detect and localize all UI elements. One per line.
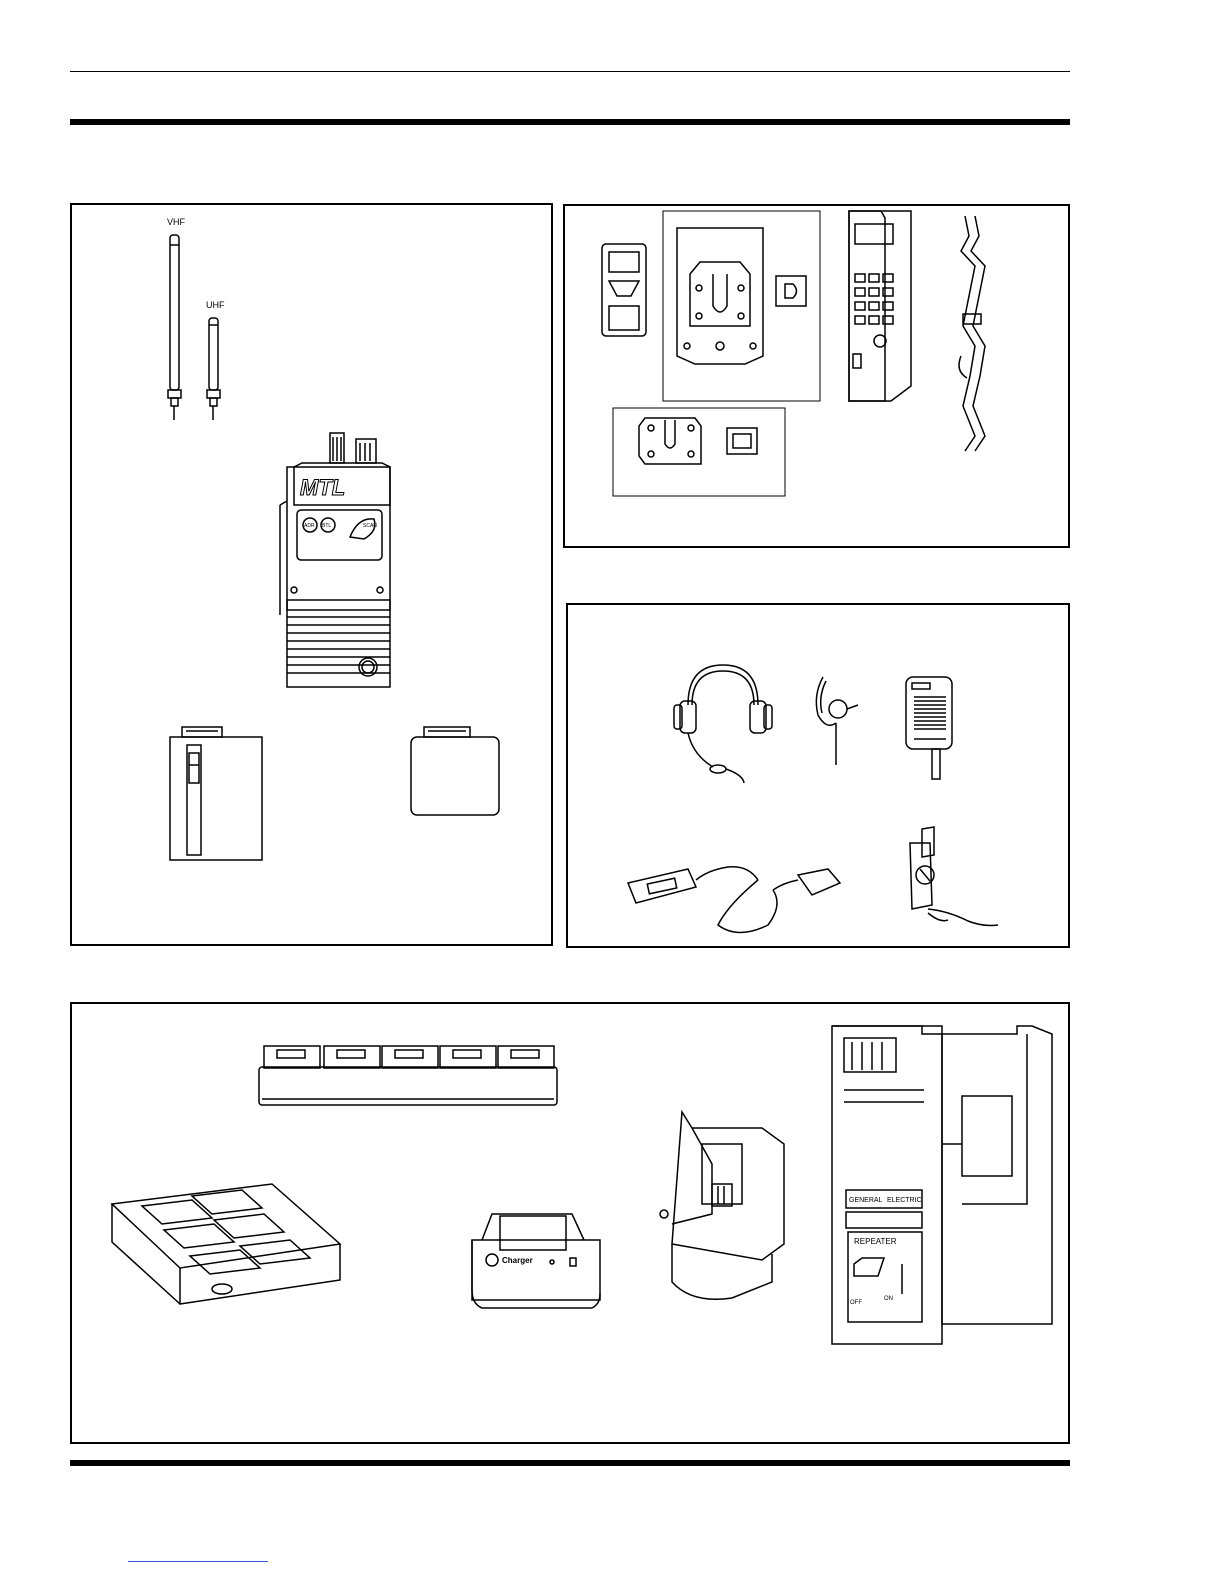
repeater-brand-right: ELECTRIC [887, 1197, 922, 1204]
six-bay-charger-illustration [112, 1184, 340, 1304]
radio-brand-label: MTL [300, 475, 345, 500]
radio-button-btl: BTL [322, 523, 331, 529]
single-unit-charger-illustration: Charger [472, 1214, 600, 1308]
multi-unit-rack-charger-illustration [259, 1046, 557, 1105]
repeater-brand-left: GENERAL [849, 1197, 883, 1204]
audio-accessories-illustrations [568, 605, 1072, 950]
switch-off-label: OFF [850, 1300, 862, 1306]
radio-illustrations: VHF UHF MTL [72, 205, 555, 948]
repeater-title: REPEATER [854, 1237, 897, 1246]
header-thick-rule [70, 119, 1070, 125]
charger-label: Charger [502, 1256, 533, 1265]
radio-button-adr: ADR [304, 523, 315, 529]
repeater-charger-illustration: GENERAL ELECTRIC REPEATER OFF ON [832, 1026, 1052, 1344]
desk-cradle-charger-illustration [660, 1112, 784, 1299]
headset-illustration [674, 665, 772, 783]
chargers-illustrations: Charger GENERAL ELECTRIC [72, 1004, 1072, 1446]
leather-case-illustration [849, 211, 911, 401]
vhf-label: VHF [167, 217, 186, 227]
small-battery-illustration [411, 727, 499, 815]
vhf-antenna-illustration: VHF [167, 217, 186, 420]
footer-link-underline[interactable] [128, 1561, 268, 1562]
carrying-accessories-illustrations [565, 206, 1072, 550]
switch-on-label: ON [884, 1296, 893, 1302]
large-holster-mount-illustration [663, 211, 820, 401]
uhf-antenna-illustration: UHF [206, 300, 225, 420]
belt-clip-illustration [602, 244, 646, 336]
uhf-label: UHF [206, 300, 225, 310]
earphone-clip-illustration [910, 827, 998, 926]
vehicle-charger-cable-illustration [628, 867, 840, 933]
small-holster-mount-illustration [613, 408, 785, 496]
carrying-accessories-panel [563, 204, 1070, 548]
radio-button-scan: SCAN [363, 523, 377, 529]
audio-accessories-panel [566, 603, 1070, 948]
radio-antenna-battery-panel: VHF UHF MTL [70, 203, 553, 946]
large-battery-illustration [170, 727, 262, 860]
chargers-panel: Charger GENERAL ELECTRIC [70, 1002, 1070, 1444]
header-thin-rule [70, 71, 1070, 72]
earpiece-illustration [816, 677, 858, 765]
speaker-microphone-illustration [906, 677, 952, 779]
shoulder-strap-illustration [959, 216, 985, 451]
footer-thick-rule [70, 1460, 1070, 1466]
portable-radio-illustration: MTL ADR BTL SCAN [280, 433, 390, 687]
